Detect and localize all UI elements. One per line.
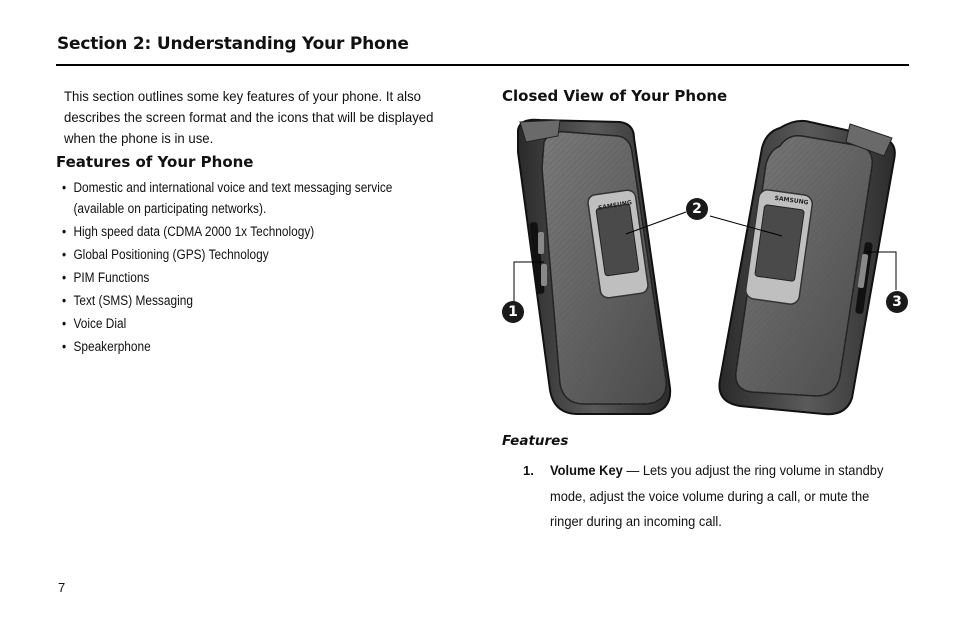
closed-view-heading: Closed View of Your Phone [502,87,728,105]
feature-bullet-item: PIM Functions [62,267,432,288]
feature-bullet-item: Voice Dial [62,313,432,334]
section-title: Section 2: Understanding Your Phone [57,34,409,54]
feature-bullet-item: High speed data (CDMA 2000 1x Technology… [62,221,432,242]
page-number: 7 [58,580,66,595]
feature-description: Volume Key — Lets you adjust the ring vo… [550,458,890,535]
feature-bullet-item: Global Positioning (GPS) Technology [62,244,432,265]
closed-phone-illustration: SAMSUNG SAMSUNG [513,118,897,416]
callout-3: 3 [886,291,908,313]
brand-label: SAMSUNG [774,195,809,207]
feature-text: — Lets you adjust the ring volume in sta… [550,462,884,529]
feature-bullet-item: Domestic and international voice and tex… [62,177,432,219]
features-list: Domestic and international voice and tex… [62,177,482,359]
intro-paragraph: This section outlines some key features … [64,88,434,146]
feature-bullet-item: Speakerphone [62,336,432,357]
features-of-phone-heading: Features of Your Phone [56,153,254,171]
feature-number: 1. [523,463,534,478]
callout-1: 1 [502,301,524,323]
phone-right: SAMSUNG [709,119,897,416]
phone-left: SAMSUNG [513,118,687,415]
feature-bullet-item: Text (SMS) Messaging [62,290,432,311]
title-rule [56,64,909,66]
features-subheading: Features [502,433,569,449]
feature-key: Volume Key [550,462,623,478]
callout-2: 2 [686,198,708,220]
phone-figure: SAMSUNG SAMSUNG 1 2 3 [500,112,910,422]
